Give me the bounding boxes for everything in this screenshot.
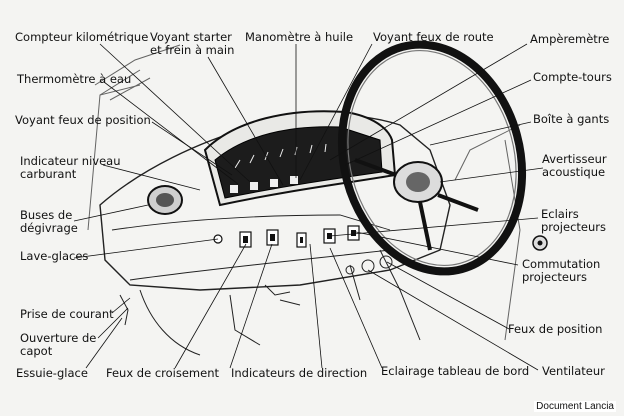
label-voyant-starter-line1: Voyant starter (150, 30, 232, 44)
label-amperemetre: Ampèremètre (530, 32, 610, 46)
label-indicateurs-direction: Indicateurs de direction (231, 366, 368, 380)
light-switch-knob (532, 235, 548, 251)
label-ouverture-capot-line1: Ouverture de (20, 331, 97, 345)
label-eclairs-line1: Eclairs (541, 207, 579, 221)
label-commutation-line2: projecteurs (522, 270, 587, 284)
label-thermometre-eau: Thermomètre à eau (17, 72, 132, 86)
label-voyant-feux-position: Voyant feux de position (15, 113, 151, 127)
label-ouverture-capot-line2: capot (20, 344, 53, 358)
label-prise-courant: Prise de courant (20, 307, 114, 321)
label-boite-gants: Boîte à gants (533, 112, 610, 126)
label-manometre-huile: Manomètre à huile (245, 30, 354, 44)
document-credit: Document Lancia (534, 401, 616, 412)
label-compteur-kilometrique: Compteur kilométrique (15, 30, 149, 44)
label-feux-position: Feux de position (508, 322, 603, 336)
label-voyant-starter-line2: et frein à main (150, 43, 235, 57)
label-indicateur-niveau-line2: carburant (20, 167, 77, 181)
switch-row (213, 225, 360, 248)
instrument-cluster (203, 110, 397, 207)
label-feux-croisement: Feux de croisement (106, 366, 220, 380)
label-buses-degivrage-line1: Buses de (20, 208, 73, 222)
label-commutation-line1: Commutation (522, 257, 601, 271)
label-compte-tours: Compte-tours (533, 70, 612, 84)
label-lave-glaces: Lave-glaces (20, 249, 89, 263)
label-indicateur-niveau-line1: Indicateur niveau (20, 154, 121, 168)
label-avertisseur-line1: Avertisseur (542, 152, 607, 166)
label-eclairage-tableau: Eclairage tableau de bord (381, 364, 530, 378)
label-essuie-glace: Essuie-glace (16, 366, 88, 380)
defroster-vent (147, 185, 183, 215)
steering-wheel (337, 40, 527, 276)
label-buses-degivrage-line2: dégivrage (20, 221, 78, 235)
label-avertisseur-line2: acoustique (542, 165, 606, 179)
label-eclairs-line2: projecteurs (541, 220, 606, 234)
leader-lines (73, 43, 544, 371)
label-ventilateur: Ventilateur (542, 364, 605, 378)
label-voyant-feux-route: Voyant feux de route (373, 30, 494, 44)
